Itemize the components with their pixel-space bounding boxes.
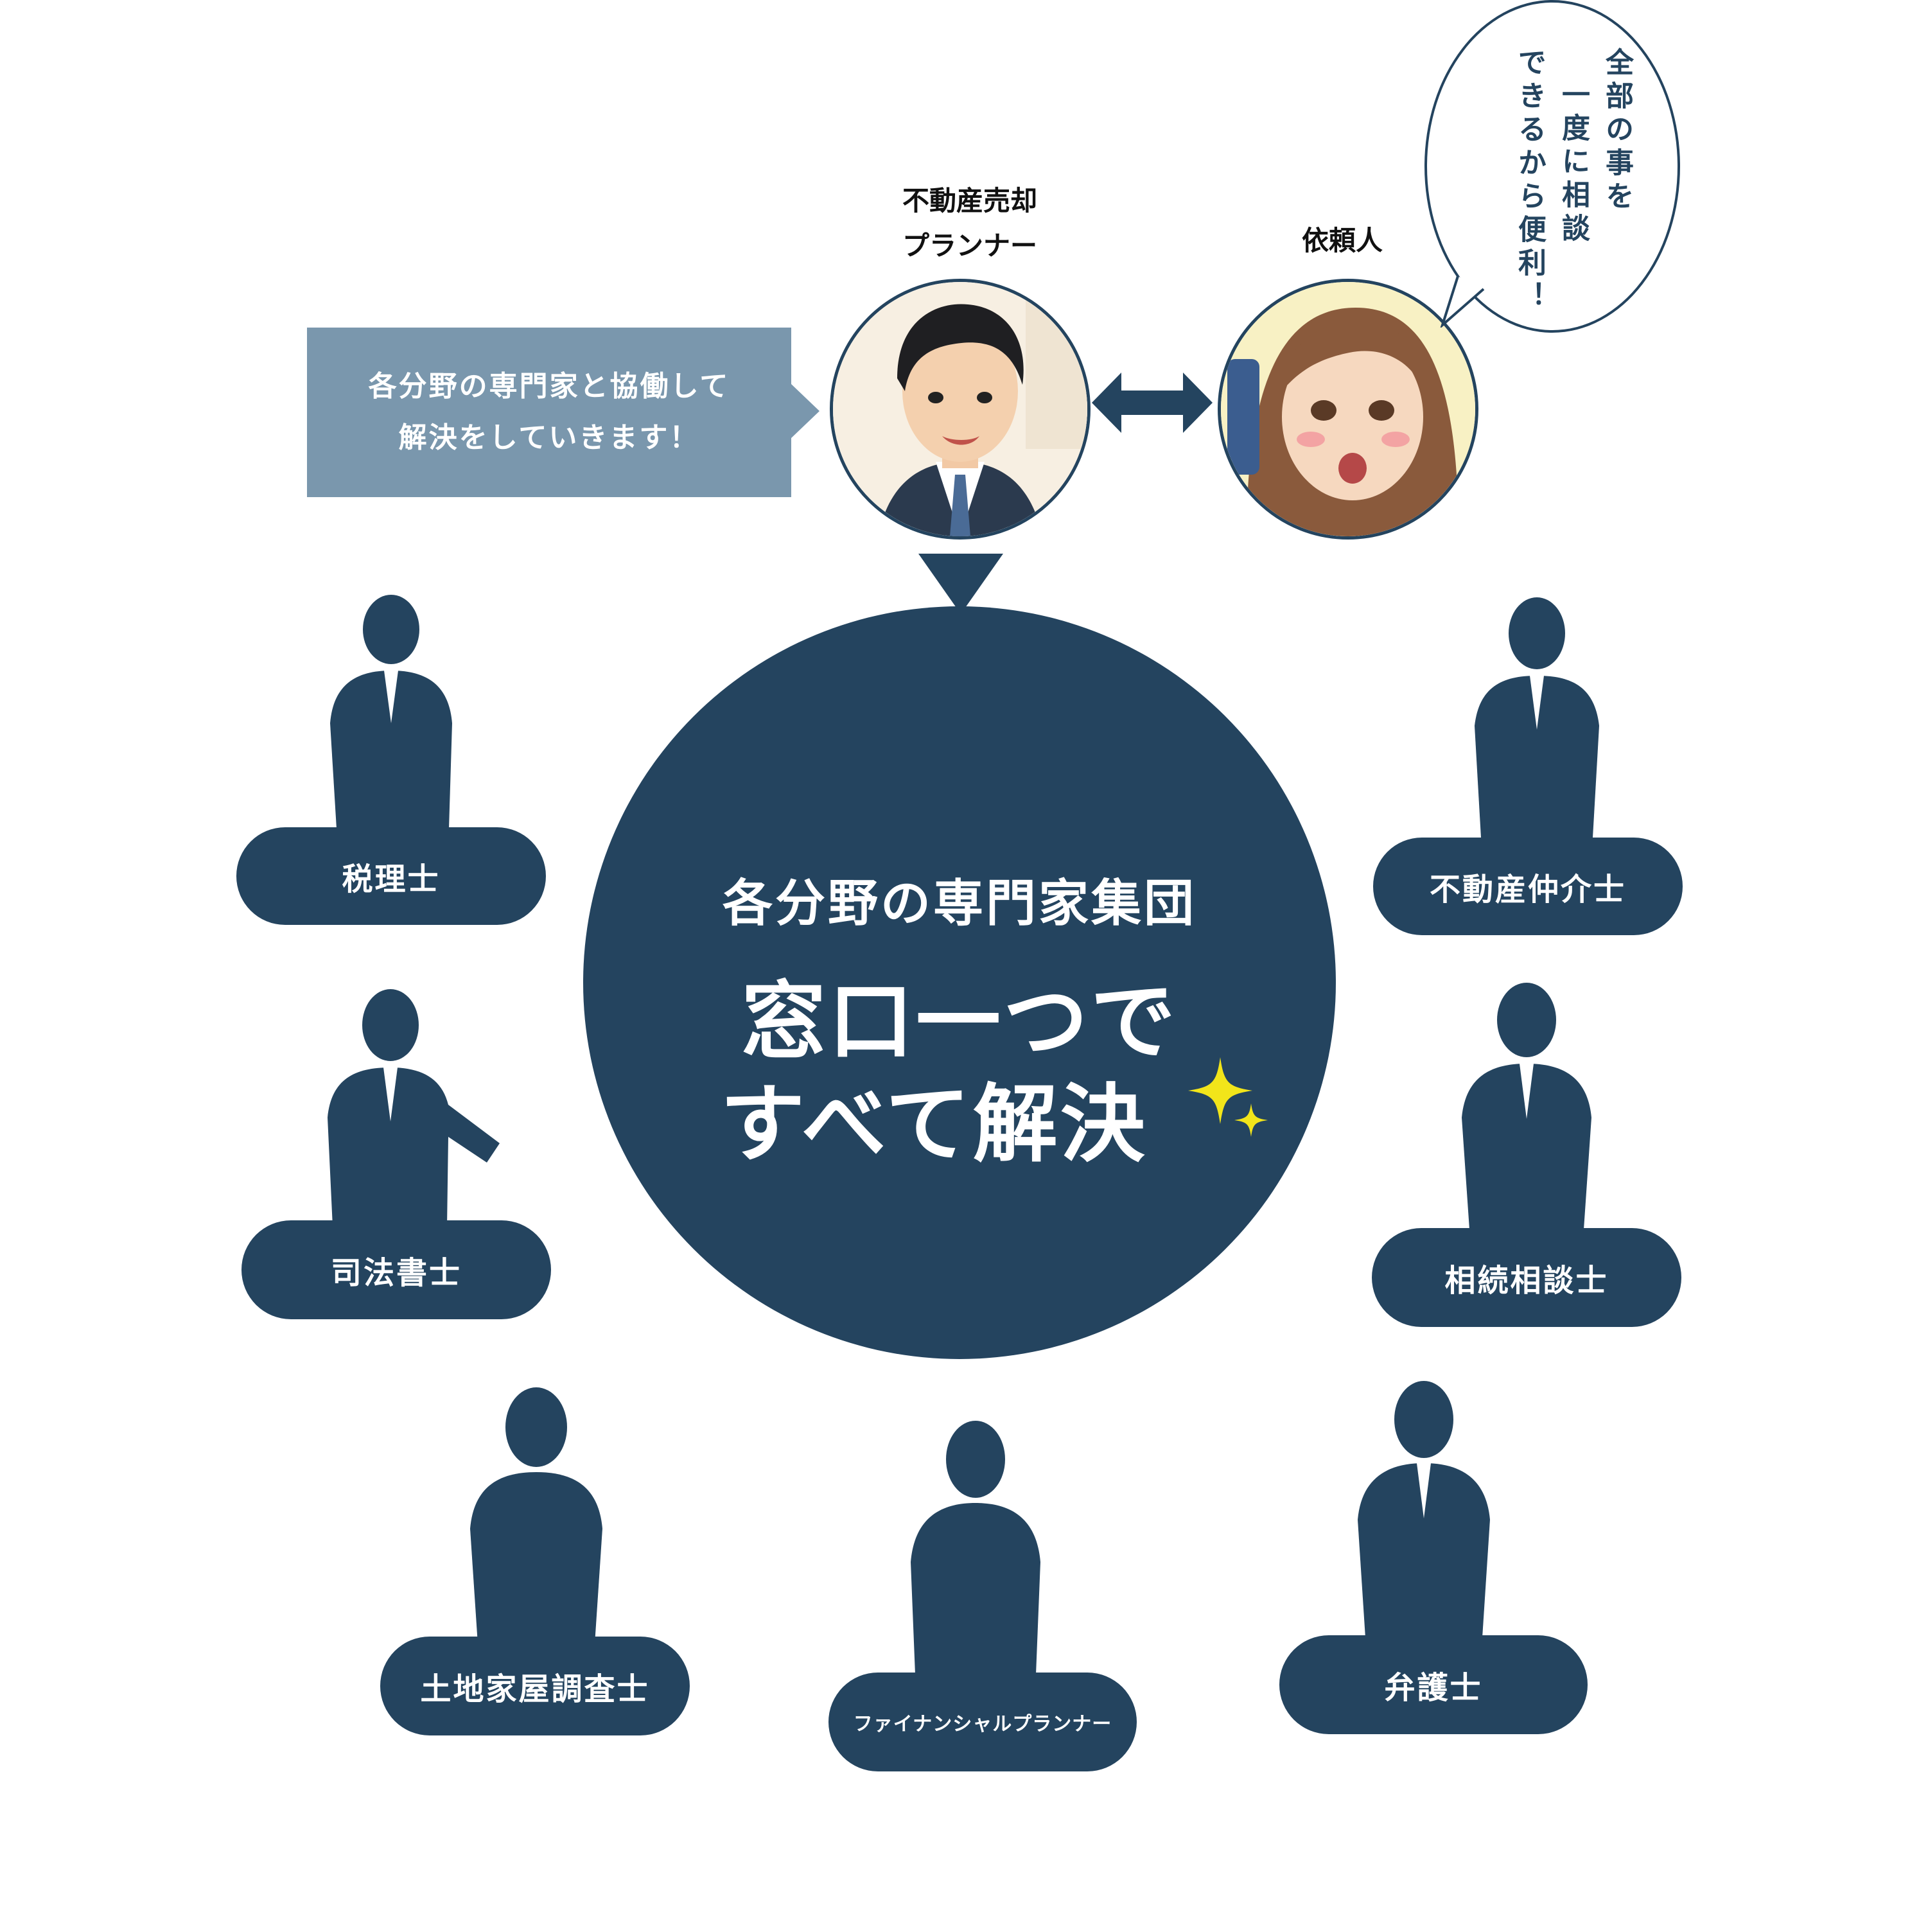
client-label: 依頼人 — [1301, 225, 1383, 256]
client-illustration — [1221, 282, 1475, 536]
silhouette-tax — [330, 595, 452, 829]
client-avatar — [1218, 279, 1478, 540]
double-arrow-icon — [1092, 373, 1213, 433]
expert-pill-surveyor: 土地家屋調査士 — [380, 1637, 690, 1735]
expert-pill-lawyer: 弁護士 — [1279, 1635, 1588, 1734]
center-title-line2: すべて解決 — [720, 1075, 1148, 1174]
sparkle-icon — [1188, 1057, 1268, 1137]
planner-avatar — [830, 279, 1091, 540]
expert-pill-fp: ファイナンシャルプランナー — [828, 1673, 1137, 1771]
silhouette-surveyor — [470, 1387, 602, 1644]
expert-pill-inheritance: 相続相談士 — [1372, 1228, 1681, 1327]
bubble-col1: 全部の事を — [1600, 48, 1633, 215]
callout-line1: 各分野の専門家と協働して — [368, 370, 730, 403]
silhouette-fp — [911, 1421, 1040, 1690]
planner-label: 不動産売却 プランナー — [854, 179, 1085, 268]
expert-pill-broker: 不動産仲介士 — [1373, 838, 1683, 935]
center-subtitle: 各分野の専門家集団 — [722, 875, 1196, 933]
silhouette-lawyer — [1358, 1381, 1490, 1638]
silhouette-inheritance — [1462, 983, 1591, 1229]
center-title-line1: 窓口一つで — [741, 972, 1178, 1071]
bubble-tail — [1440, 276, 1485, 328]
callout-line2: 解決をしていきます！ — [398, 421, 700, 454]
planner-callout: 各分野の専門家と協働して 解決をしていきます！ — [307, 328, 791, 497]
silhouette-judicial — [328, 989, 500, 1227]
expert-pill-tax: 税理士 — [236, 827, 546, 925]
center-circle: 各分野の専門家集団 窓口一つで すべて解決 — [583, 606, 1336, 1359]
client-speech-bubble: 全部の事を 一度に相談 できるから便利！ — [1424, 0, 1680, 333]
expert-pill-judicial: 司法書士 — [241, 1220, 551, 1319]
silhouette-broker — [1475, 597, 1599, 838]
down-arrow-icon — [918, 554, 1003, 614]
bubble-col3: できるから便利！ — [1513, 48, 1546, 315]
planner-label-line2: プランナー — [902, 230, 1037, 261]
callout-tail — [791, 384, 819, 438]
bubble-col2: 一度に相談 — [1557, 80, 1590, 247]
planner-label-line1: 不動産売却 — [902, 185, 1037, 216]
planner-illustration — [833, 282, 1087, 536]
